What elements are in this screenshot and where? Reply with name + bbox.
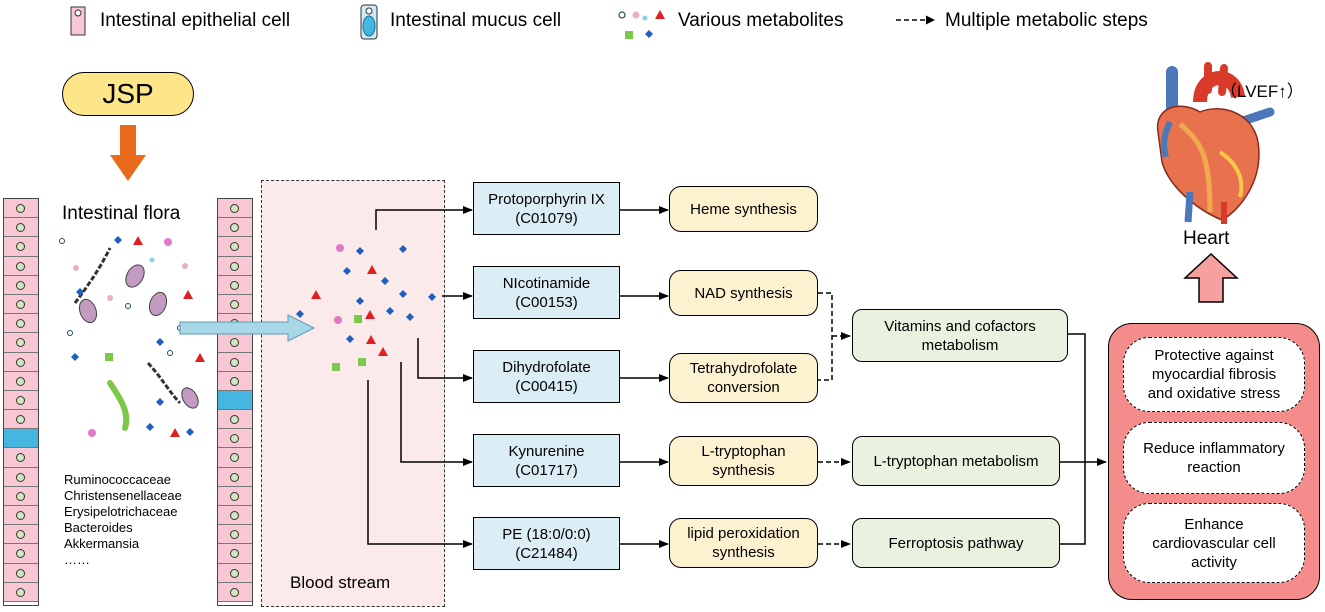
heart-up-arrow bbox=[1183, 252, 1239, 303]
legend-mucus-label: Intestinal mucus cell bbox=[390, 10, 562, 31]
pathway-box: Ferroptosis pathway bbox=[852, 518, 1060, 568]
mucus-cell-right bbox=[218, 390, 252, 411]
intestinal-flora-title: Intestinal flora bbox=[62, 203, 181, 224]
epithelial-cell-icon bbox=[70, 6, 86, 36]
flora-item: Akkermansia bbox=[64, 536, 140, 551]
metabolite-box: PE (18:0/0:0)(C21484) bbox=[473, 517, 620, 570]
blood-stream-label: Blood stream bbox=[290, 573, 391, 592]
blood-stream-region bbox=[261, 180, 445, 607]
dashed-arrow-icon bbox=[896, 15, 935, 25]
lvef-label: （LVEF↑） bbox=[1220, 82, 1304, 101]
flora-list: Ruminococcaceae Christensenellaceae Erys… bbox=[64, 472, 182, 568]
flora-item: Bacteroides bbox=[64, 520, 133, 535]
green-bacillus-icon bbox=[107, 380, 130, 431]
metabolite-box: Kynurenine(C01717) bbox=[473, 434, 620, 487]
flora-item: Erysipelotrichaceae bbox=[64, 504, 178, 519]
intestinal-wall-left bbox=[3, 198, 39, 606]
flora-metabolites bbox=[59, 236, 205, 437]
flora-item: Ruminococcaceae bbox=[64, 472, 171, 487]
blood-metabolites bbox=[296, 244, 436, 371]
flora-illustration bbox=[59, 236, 205, 437]
jsp-pill: JSP bbox=[62, 72, 194, 116]
heart-icon bbox=[1156, 62, 1275, 224]
flora-item: …… bbox=[64, 552, 90, 567]
metabolite-box: Protoporphyrin IX(C01079) bbox=[473, 182, 620, 235]
mucus-cell-left bbox=[4, 429, 38, 449]
legend-epithelial-label: Intestinal epithelial cell bbox=[100, 10, 291, 31]
metabolites-icon bbox=[618, 10, 665, 39]
bacteria-chain-icon bbox=[73, 247, 182, 405]
flora-item: Christensenellaceae bbox=[64, 488, 182, 503]
heart-label: Heart bbox=[1183, 228, 1230, 249]
mucus-cell-icon bbox=[360, 4, 378, 40]
jsp-down-arrow bbox=[110, 125, 146, 181]
pathway-box: L-tryptophan metabolism bbox=[852, 436, 1060, 486]
transport-arrow bbox=[179, 314, 316, 342]
synthesis-box: NAD synthesis bbox=[669, 270, 818, 316]
legend-steps-label: Multiple metabolic steps bbox=[945, 10, 1148, 31]
metabolite-box: Dihydrofolate(C00415) bbox=[473, 350, 620, 403]
legend-metabolites-label: Various metabolites bbox=[678, 10, 844, 31]
bacteria-icon bbox=[78, 264, 199, 409]
synthesis-box: Heme synthesis bbox=[669, 186, 818, 232]
legend: Intestinal epithelial cell Intestinal mu… bbox=[0, 0, 1325, 45]
metabolite-box: NIcotinamide(C00153) bbox=[473, 266, 620, 319]
